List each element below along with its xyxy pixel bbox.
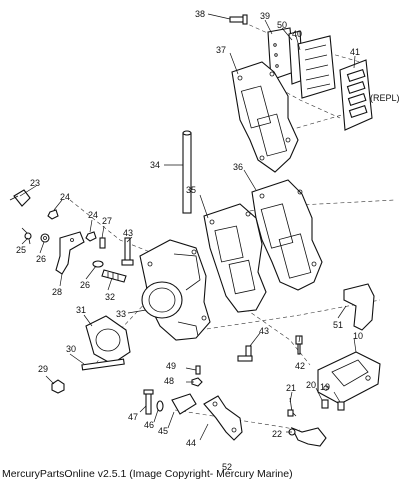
gasket-35 [203, 203, 267, 313]
nut-48 [191, 377, 203, 387]
nut-24a [47, 209, 59, 220]
nut-29 [51, 379, 65, 394]
label-26b: 26 [80, 280, 90, 290]
washer-46 [156, 400, 164, 412]
label-47: 47 [128, 412, 138, 422]
label-44: 44 [186, 438, 196, 448]
reed-40 [297, 35, 336, 99]
label-31: 31 [76, 305, 86, 315]
label-43a: 43 [123, 228, 133, 238]
label-37: 37 [216, 45, 226, 55]
label-19: 19 [320, 382, 330, 392]
label-49: 49 [166, 361, 176, 371]
label-41: 41 [350, 47, 360, 57]
label-43b: 43 [259, 326, 269, 336]
bracket-51 [343, 283, 375, 331]
cover-10 [317, 351, 381, 405]
label-28: 28 [52, 287, 62, 297]
leader-lines [19, 13, 357, 441]
gasket-37 [231, 61, 299, 173]
screw-19 [337, 401, 345, 411]
label-23: 23 [30, 178, 40, 188]
label-42: 42 [295, 361, 305, 371]
label-24a: 24 [60, 192, 70, 202]
label-24b: 24 [88, 210, 98, 220]
copyright-caption: MercuryPartsOnline v2.5.1 (Image Copyrig… [2, 468, 293, 480]
screw-49 [195, 365, 201, 375]
shaft-34 [182, 130, 192, 214]
bracket-44 [203, 395, 243, 441]
screw-42 [295, 335, 303, 355]
label-33: 33 [116, 309, 126, 319]
label-34: 34 [150, 160, 160, 170]
washer-26a [40, 233, 50, 243]
label-repl: (REPL) [370, 93, 400, 103]
rod-30 [81, 358, 125, 371]
bolt-43a [121, 237, 134, 266]
label-22: 22 [272, 429, 282, 439]
label-45: 45 [158, 426, 168, 436]
rod-32 [101, 269, 127, 283]
label-40: 40 [292, 29, 302, 39]
label-27: 27 [102, 216, 112, 226]
label-25: 25 [16, 245, 26, 255]
label-29: 29 [38, 364, 48, 374]
gasket-31 [85, 315, 131, 365]
label-38: 38 [195, 9, 205, 19]
label-26a: 26 [36, 254, 46, 264]
label-52: 52 [222, 462, 232, 472]
label-35: 35 [186, 185, 196, 195]
label-20: 20 [306, 380, 316, 390]
bolt-43b [237, 345, 253, 362]
fitting-23 [9, 189, 31, 207]
label-32: 32 [105, 292, 115, 302]
gasket-36 [251, 179, 323, 291]
bolt-47 [143, 389, 154, 415]
washer-26b [92, 260, 104, 268]
label-50: 50 [277, 20, 287, 30]
clip-21 [287, 397, 297, 417]
nut-24b [85, 231, 97, 242]
block-45 [171, 393, 197, 415]
label-36: 36 [233, 162, 243, 172]
label-21: 21 [286, 383, 296, 393]
label-39: 39 [260, 11, 270, 21]
screw-20 [321, 399, 329, 409]
reed-block-41 [339, 59, 373, 131]
cable-22 [288, 426, 327, 447]
label-46: 46 [144, 420, 154, 430]
link-25 [21, 227, 32, 245]
label-10: 10 [353, 331, 363, 341]
label-48: 48 [164, 376, 174, 386]
screw-27 [99, 237, 106, 249]
label-51: 51 [333, 320, 343, 330]
part-labels: 38 39 50 40 37 41 (REPL) 34 36 35 23 24 … [16, 9, 400, 472]
bracket-28 [55, 231, 85, 275]
label-30: 30 [66, 344, 76, 354]
intake-housing-33 [139, 239, 211, 341]
screw-38 [229, 14, 248, 25]
